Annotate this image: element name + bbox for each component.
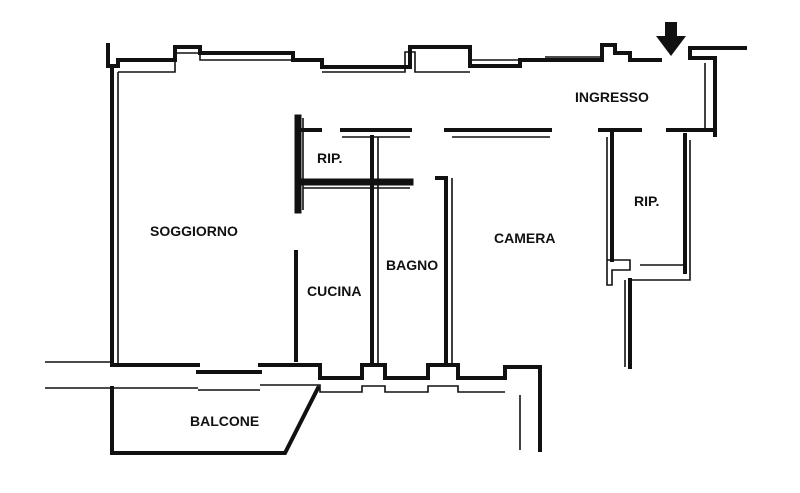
room-labels: INGRESSO RIP. RIP. SOGGIORNO CAMERA BAGN… <box>150 89 659 429</box>
room-label-balcone: BALCONE <box>190 413 259 429</box>
room-label-cucina: CUCINA <box>307 283 361 299</box>
down-arrow-icon <box>656 22 686 56</box>
room-label-bagno: BAGNO <box>386 257 438 273</box>
room-label-ingresso: INGRESSO <box>575 89 649 105</box>
room-label-rip-2: RIP. <box>634 193 659 209</box>
balcony-outline <box>110 385 321 455</box>
interior-walls <box>294 114 717 367</box>
room-label-rip-1: RIP. <box>317 150 342 166</box>
exterior-walls <box>45 43 747 452</box>
room-label-camera: CAMERA <box>494 230 555 246</box>
room-label-soggiorno: SOGGIORNO <box>150 223 238 239</box>
